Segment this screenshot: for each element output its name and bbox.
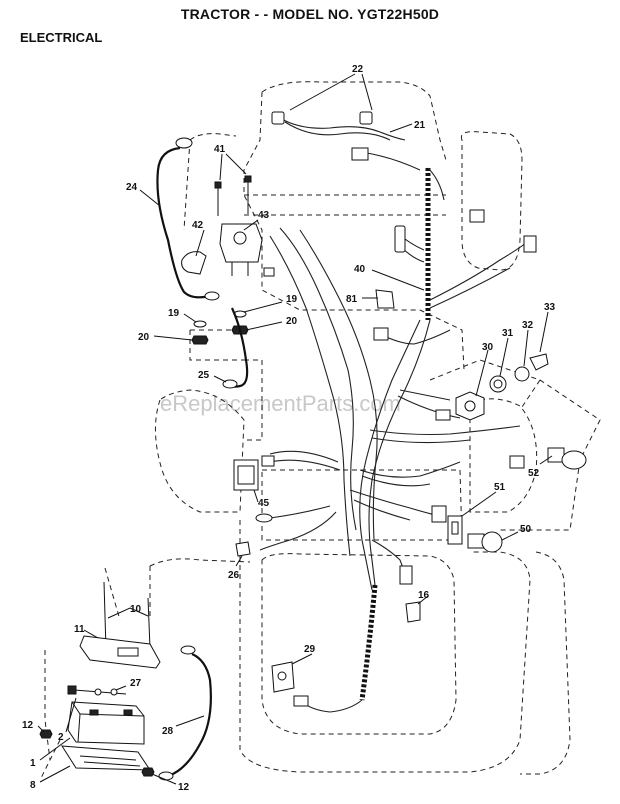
leader-lines bbox=[37, 73, 553, 785]
relay-81 bbox=[375, 289, 395, 309]
light-assembly-52 bbox=[547, 447, 587, 470]
harness-connector-center bbox=[399, 565, 413, 585]
callout-33: 33 bbox=[544, 302, 556, 313]
starter-solenoid-assembly bbox=[181, 175, 275, 345]
callout-43: 43 bbox=[258, 210, 270, 221]
callout-81: 81 bbox=[346, 294, 358, 305]
battery-cable-24 bbox=[156, 137, 220, 301]
ground-terminal bbox=[255, 513, 273, 523]
bezel-32 bbox=[514, 366, 530, 382]
solenoid-terminal-lead bbox=[263, 267, 275, 277]
connector-26 bbox=[235, 541, 251, 557]
nut-12-left bbox=[39, 729, 53, 739]
switch-50-button bbox=[481, 531, 503, 553]
ground-cable-25 bbox=[222, 307, 249, 389]
terminal-boot-42 bbox=[181, 251, 207, 275]
main-wire-harness bbox=[255, 167, 537, 713]
battery-post-pos bbox=[123, 709, 133, 716]
tractor-outline bbox=[39, 81, 601, 781]
bolt-head-27 bbox=[67, 685, 77, 695]
cable-24-line bbox=[156, 146, 211, 299]
callout-27: 27 bbox=[130, 678, 142, 689]
nut-12-right bbox=[141, 767, 155, 777]
ignition-switch-assembly bbox=[455, 353, 549, 421]
harness-connector-front bbox=[351, 147, 369, 161]
washer-19-left bbox=[193, 320, 207, 328]
callout-32: 32 bbox=[522, 320, 534, 331]
callout-16: 16 bbox=[418, 590, 430, 601]
callout-25: 25 bbox=[198, 370, 210, 381]
harness-connector-29 bbox=[293, 695, 309, 707]
callout-51: 51 bbox=[494, 482, 506, 493]
bolt-41-right bbox=[244, 175, 252, 183]
callout-21: 21 bbox=[414, 120, 426, 131]
callout-41: 41 bbox=[214, 144, 226, 155]
callout-29: 29 bbox=[304, 644, 316, 655]
nut-20-left bbox=[191, 335, 209, 345]
light-bulb-52 bbox=[561, 450, 587, 470]
callout-30: 30 bbox=[482, 342, 494, 353]
battery-assembly bbox=[39, 581, 161, 777]
callout-26: 26 bbox=[228, 570, 240, 581]
callout-10: 10 bbox=[130, 604, 142, 615]
key-33 bbox=[529, 353, 549, 371]
switch-assembly-50 bbox=[467, 531, 503, 553]
harness-connector-right-upper bbox=[469, 209, 485, 223]
callout-12-right: 12 bbox=[178, 782, 190, 793]
callout-19-right: 19 bbox=[286, 294, 298, 305]
cable-25-ring-terminal bbox=[222, 379, 238, 389]
callout-52: 52 bbox=[528, 468, 540, 479]
headlight-socket-right bbox=[359, 111, 373, 125]
callout-labels: 22 21 41 24 43 42 40 81 33 19 19 20 20 3… bbox=[22, 64, 556, 793]
callout-8: 8 bbox=[30, 780, 36, 791]
battery-cable-28 bbox=[158, 645, 212, 781]
harness-connector-mid bbox=[373, 327, 389, 341]
callout-42: 42 bbox=[192, 220, 204, 231]
callout-24: 24 bbox=[126, 182, 138, 193]
callout-1: 1 bbox=[30, 758, 36, 769]
bolt-41-left bbox=[214, 181, 222, 189]
cable-28-line bbox=[167, 652, 212, 778]
cable-24-end-terminal bbox=[204, 291, 220, 301]
callout-12-left: 12 bbox=[22, 720, 34, 731]
headlight-socket-left bbox=[271, 111, 285, 125]
harness-conduit-lower bbox=[359, 584, 378, 701]
rod-10-right bbox=[147, 597, 151, 649]
callout-2: 2 bbox=[58, 732, 64, 743]
harness-connector-left bbox=[261, 455, 275, 467]
callout-50: 50 bbox=[520, 524, 532, 535]
callout-45: 45 bbox=[258, 498, 270, 509]
callout-28: 28 bbox=[162, 726, 174, 737]
cable-24-ring-terminal bbox=[175, 137, 193, 149]
headlight-harness bbox=[271, 111, 421, 171]
connector-16 bbox=[405, 601, 421, 623]
harness-connector-51 bbox=[431, 505, 447, 523]
cable-28-top-terminal bbox=[180, 645, 196, 655]
callout-20-right: 20 bbox=[286, 316, 298, 327]
harness-connector-right bbox=[523, 235, 537, 253]
harness-connector-side bbox=[435, 409, 451, 421]
harness-connector-dash bbox=[394, 225, 406, 253]
page-title: TRACTOR - - MODEL NO. YGT22H50D bbox=[180, 6, 440, 22]
callout-19-left: 19 bbox=[168, 308, 180, 319]
harness-connector-lower-right bbox=[509, 455, 525, 469]
battery-post-neg bbox=[89, 709, 99, 716]
cable-25-line bbox=[225, 307, 249, 388]
callout-11: 11 bbox=[74, 624, 85, 635]
callout-31: 31 bbox=[502, 328, 514, 339]
cable-28-bottom-terminal bbox=[158, 771, 174, 781]
watermark: eReplacementParts.com bbox=[160, 391, 401, 416]
callout-20-left: 20 bbox=[138, 332, 150, 343]
callout-40: 40 bbox=[354, 264, 366, 275]
callout-22: 22 bbox=[352, 64, 364, 75]
section-label: ELECTRICAL bbox=[20, 30, 103, 45]
